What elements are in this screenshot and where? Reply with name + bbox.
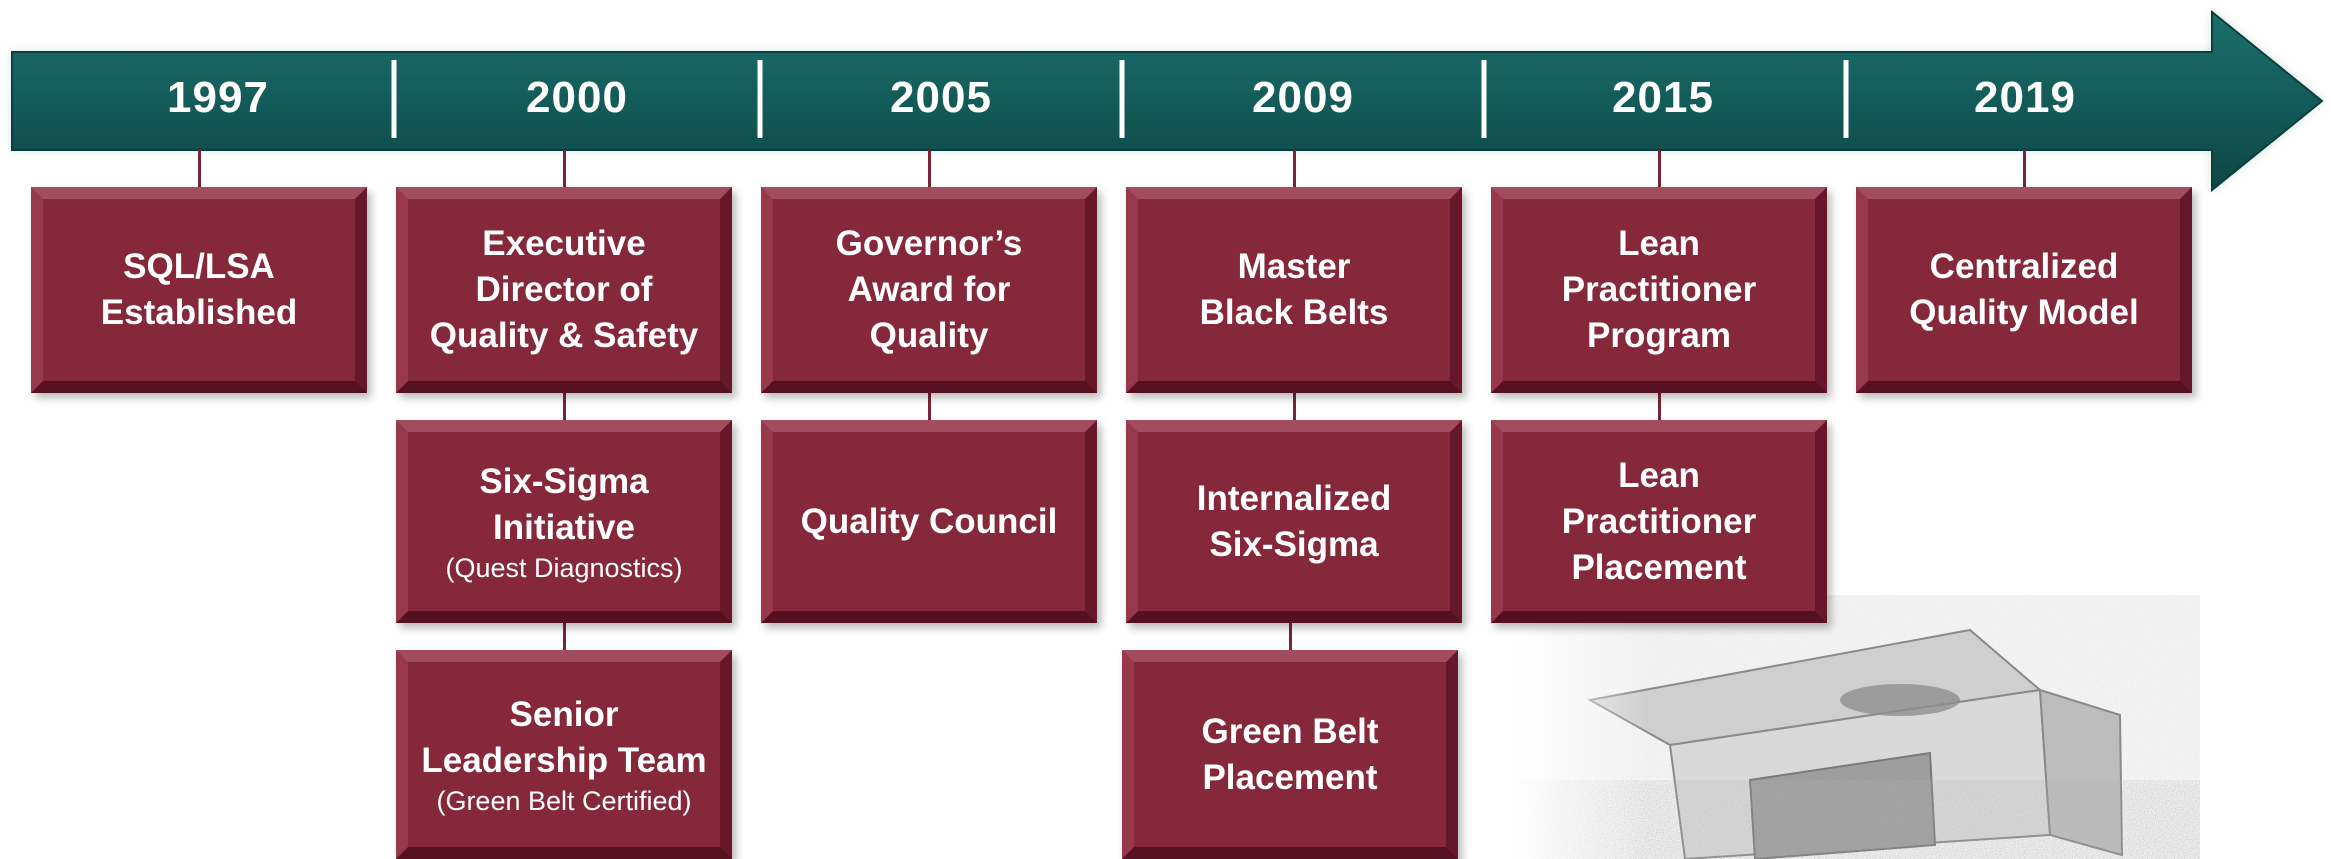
milestone-six-sigma-initiative: Six-Sigma Initiative (Quest Diagnostics) bbox=[396, 420, 732, 623]
milestone-internalized-six-sigma: Internalized Six-Sigma bbox=[1126, 420, 1462, 623]
milestone-subtitle: (Quest Diagnostics) bbox=[445, 552, 683, 583]
milestone-lean-practitioner-placement: Lean Practitioner Placement bbox=[1491, 420, 1827, 623]
connector bbox=[928, 393, 931, 420]
milestone-subtitle: (Green Belt Certified) bbox=[436, 785, 692, 816]
year-label-2005: 2005 bbox=[890, 73, 992, 122]
connector bbox=[1293, 393, 1296, 420]
connector bbox=[928, 150, 931, 187]
connector bbox=[563, 150, 566, 187]
arrow-shape bbox=[11, 9, 2324, 193]
milestone-title: Quality Council bbox=[800, 501, 1058, 541]
year-label-2000: 2000 bbox=[526, 73, 628, 122]
milestone-centralized-quality-model: Centralized Quality Model bbox=[1856, 187, 2192, 393]
milestone-title: Green Belt Placement bbox=[1201, 711, 1379, 797]
milestone-title: SQL/LSA Established bbox=[100, 247, 298, 332]
milestone-lean-practitioner-program: Lean Practitioner Program bbox=[1491, 187, 1827, 393]
milestone-title: Lean Practitioner Program bbox=[1561, 224, 1757, 355]
milestone-title: Senior Leadership Team bbox=[421, 694, 707, 780]
timeline-arrow bbox=[11, 9, 2324, 193]
connector bbox=[1658, 393, 1661, 420]
milestone-title: Lean Practitioner Placement bbox=[1561, 455, 1757, 587]
milestone-title: Master Black Belts bbox=[1199, 247, 1389, 332]
year-label-1997: 1997 bbox=[167, 73, 269, 122]
connector bbox=[2023, 150, 2026, 187]
milestone-governors-award: Governor’s Award for Quality bbox=[761, 187, 1097, 393]
connector bbox=[1289, 623, 1292, 650]
year-label-2009: 2009 bbox=[1252, 73, 1354, 122]
milestone-title: Executive Director of Quality & Safety bbox=[429, 224, 699, 355]
milestone-title: Governor’s Award for Quality bbox=[835, 224, 1023, 355]
milestone-title: Six-Sigma Initiative bbox=[479, 461, 649, 547]
milestone-sql-lsa-established: SQL/LSA Established bbox=[31, 187, 367, 393]
connector bbox=[1658, 150, 1661, 187]
building-sketch-image bbox=[1510, 595, 2200, 859]
milestone-senior-leadership-team: Senior Leadership Team (Green Belt Certi… bbox=[396, 650, 732, 859]
milestone-quality-council: Quality Council bbox=[761, 420, 1097, 623]
milestone-title: Internalized Six-Sigma bbox=[1196, 478, 1392, 564]
milestone-executive-director: Executive Director of Quality & Safety bbox=[396, 187, 732, 393]
year-label-2015: 2015 bbox=[1612, 73, 1714, 122]
connector bbox=[563, 623, 566, 650]
connector bbox=[563, 393, 566, 420]
connector bbox=[198, 150, 201, 187]
milestone-title: Centralized Quality Model bbox=[1909, 247, 2139, 332]
milestone-master-black-belts: Master Black Belts bbox=[1126, 187, 1462, 393]
connector bbox=[1293, 150, 1296, 187]
year-label-2019: 2019 bbox=[1974, 73, 2076, 122]
milestone-green-belt-placement: Green Belt Placement bbox=[1122, 650, 1458, 859]
